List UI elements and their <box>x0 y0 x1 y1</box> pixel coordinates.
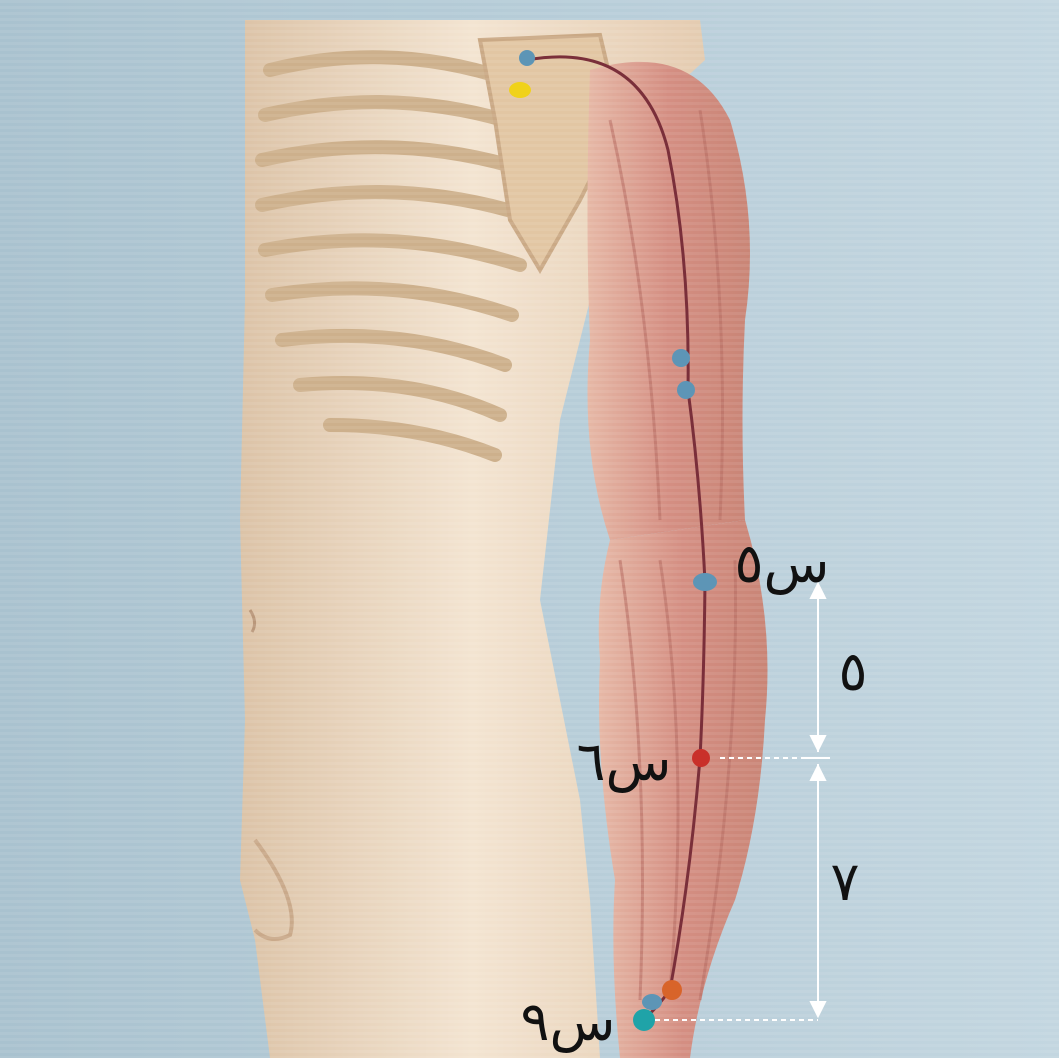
label-distance-upper: ٥ <box>838 640 867 703</box>
label-s5: س٥ <box>735 532 830 595</box>
acupoint-s6 <box>692 749 710 767</box>
acupoint-wrist-blue <box>642 994 662 1010</box>
acupoint-s5 <box>693 573 717 591</box>
acupoint-wrist-orange <box>662 980 682 1000</box>
acupoint-arm-lower <box>677 381 695 399</box>
acupoint-s9 <box>633 1009 655 1031</box>
label-s6: س٦ <box>577 730 672 793</box>
label-distance-lower: ٧ <box>830 850 859 913</box>
acupoint-shoulder-yellow <box>509 82 531 98</box>
label-s9: س٩ <box>521 990 616 1053</box>
acupoint-shoulder-blue <box>519 50 535 66</box>
acupoint-arm-upper <box>672 349 690 367</box>
